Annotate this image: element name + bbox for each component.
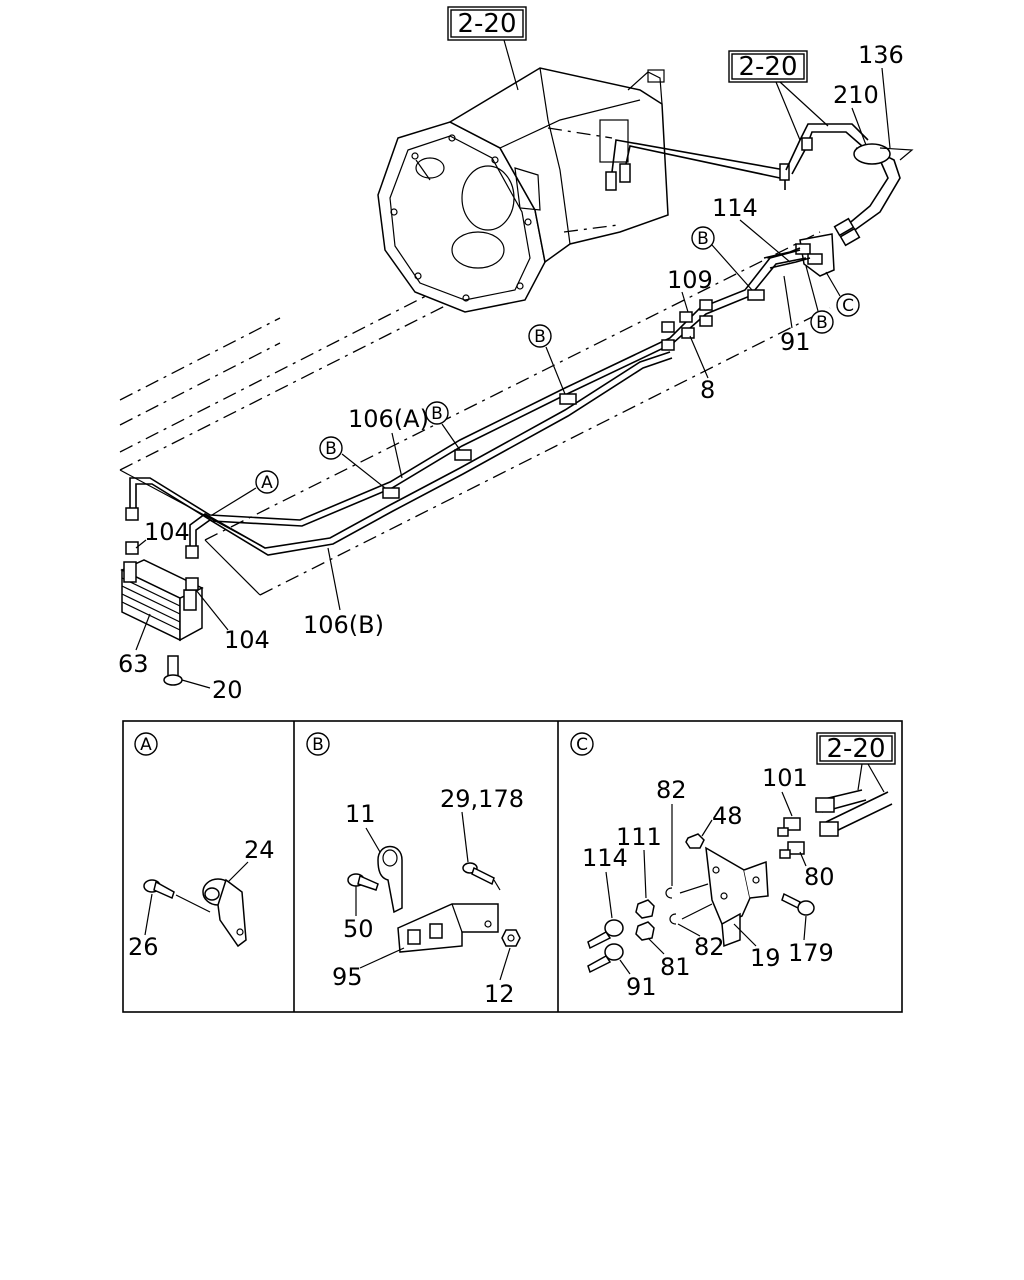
part-82-lower: 82 (694, 933, 725, 961)
detail-b: B 11 29,178 50 95 12 (306, 732, 524, 1008)
callout-136: 136 (858, 41, 904, 69)
part-81: 81 (660, 953, 691, 981)
marker-b-2: B (425, 401, 461, 451)
transmission-pipes (611, 123, 914, 247)
detail-a-label: A (140, 735, 152, 755)
marker-b-label: B (697, 229, 709, 249)
part-48: 48 (712, 802, 743, 830)
part-11: 11 (345, 800, 376, 828)
callout-106b: 106(B) (303, 611, 384, 639)
detail-c-label: C (576, 735, 588, 755)
part-80: 80 (804, 863, 835, 891)
marker-b-3: B (528, 324, 566, 395)
detail-b-label: B (312, 735, 324, 755)
callout-114: 114 (712, 194, 758, 222)
callout-106a: 106(A) (348, 405, 429, 433)
ref-box-pipe: 2-20 (728, 50, 829, 141)
ref-label-detail-c: 2-20 (826, 734, 885, 764)
part-111: 111 (616, 823, 662, 851)
marker-a-label: A (261, 473, 273, 493)
connector-block (763, 233, 835, 277)
callout-104-upper: 104 (144, 518, 190, 546)
ref-box-transmission: 2-20 (447, 6, 527, 91)
callout-91: 91 (780, 328, 811, 356)
callout-104-lower: 104 (224, 626, 270, 654)
ref-box-detail-c: 2-20 (816, 732, 896, 793)
marker-c-main: C (825, 271, 860, 317)
part-19: 19 (750, 944, 781, 972)
marker-b-5: B (805, 265, 834, 334)
part-95: 95 (332, 963, 363, 991)
callout-20: 20 (212, 676, 243, 704)
part-12: 12 (484, 980, 515, 1008)
callout-210: 210 (833, 81, 879, 109)
ref-label-pipe: 2-20 (738, 52, 797, 82)
detail-c: C 2-20 (570, 732, 896, 1001)
detail-a: A 24 26 (128, 732, 275, 961)
marker-b-4: B (691, 226, 753, 291)
part-50: 50 (343, 915, 374, 943)
marker-b-1: B (319, 436, 386, 489)
part-82-upper: 82 (656, 776, 687, 804)
part-91: 91 (626, 973, 657, 1001)
part-26: 26 (128, 933, 159, 961)
callout-63: 63 (118, 650, 149, 678)
oil-cooler (120, 507, 204, 686)
detail-panels (122, 720, 903, 1013)
callout-109: 109 (667, 266, 713, 294)
marker-b-label: B (816, 313, 828, 333)
part-114: 114 (582, 844, 628, 872)
marker-b-label: B (431, 404, 443, 424)
marker-b-label: B (325, 439, 337, 459)
marker-b-label: B (534, 327, 546, 347)
cooler-lines (129, 249, 807, 556)
part-101: 101 (762, 764, 808, 792)
callout-8: 8 (700, 376, 715, 404)
ref-label-transmission: 2-20 (457, 9, 516, 39)
part-179: 179 (788, 939, 834, 967)
transmission (377, 67, 669, 313)
marker-a-main: A (211, 470, 279, 516)
callouts: 136 210 114 109 8 91 106(A) 106(B) 104 1… (118, 41, 904, 704)
part-24: 24 (244, 836, 275, 864)
part-29-178: 29,178 (440, 785, 524, 813)
marker-c-label: C (842, 296, 854, 316)
